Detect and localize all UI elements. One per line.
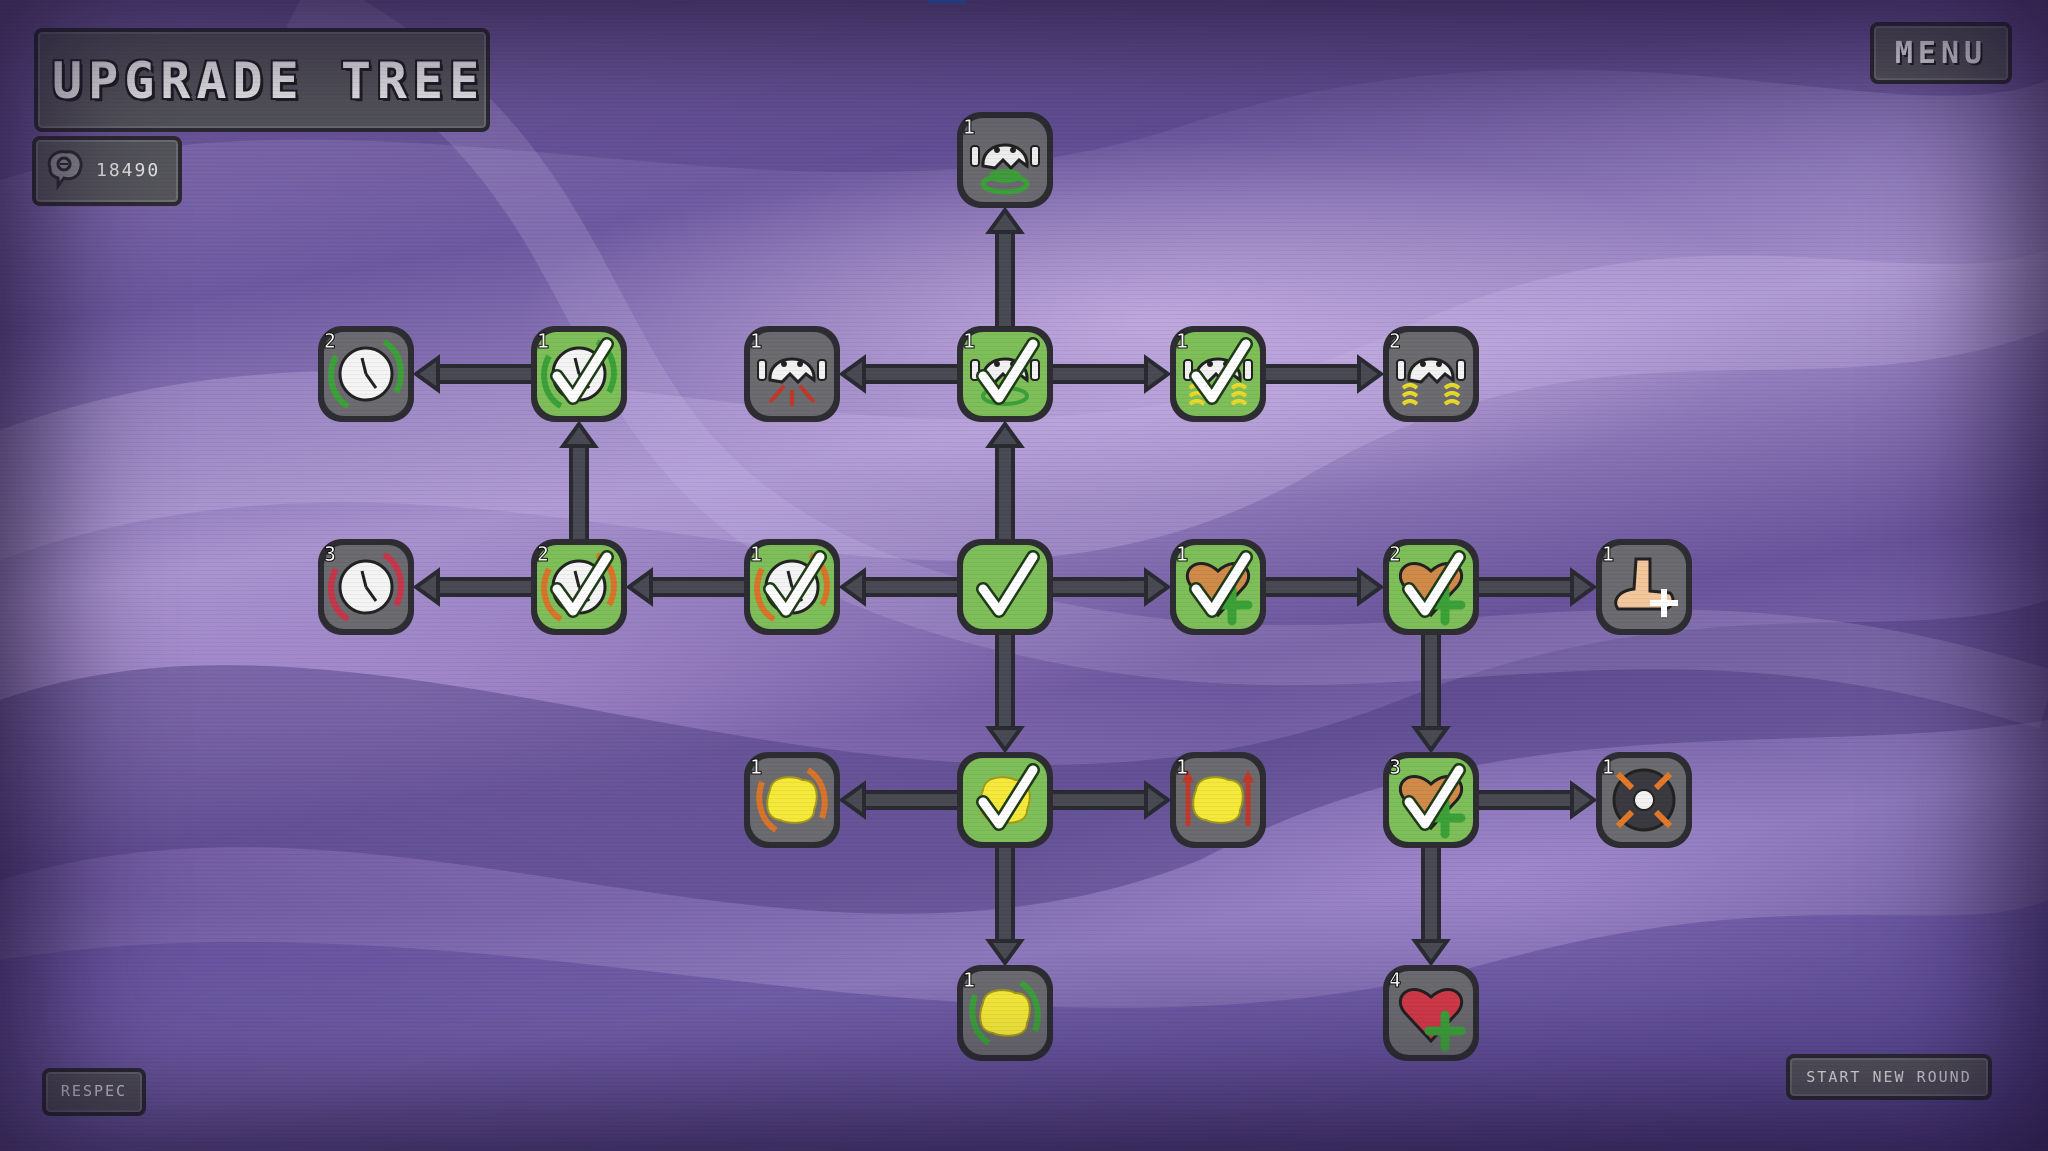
connector-arrow (1266, 354, 1385, 394)
checkmark-icon (552, 552, 612, 616)
upgrade-node-heart-red-4[interactable]: 4 (1383, 965, 1479, 1061)
upgrade-node-blob-root[interactable] (957, 752, 1053, 848)
connector-arrow (1411, 635, 1451, 754)
ghost-green-ring-icon (970, 143, 1040, 195)
checkmark-icon (978, 339, 1038, 403)
upgrade-node-heart-2[interactable]: 2 (1383, 539, 1479, 635)
upgrade-node-clock-3[interactable]: 3 (318, 539, 414, 635)
node-level-label: 1 (1602, 755, 1614, 779)
checkmark-icon (978, 552, 1038, 616)
node-level-label: 1 (963, 115, 975, 139)
respec-button-label: RESPEC (60, 1082, 128, 1100)
top-indicator (928, 0, 966, 4)
upgrade-node-ghost-left[interactable]: 1 (744, 326, 840, 422)
upgrade-node-magnet-1[interactable]: 1 (1596, 752, 1692, 848)
upgrade-node-heart-1[interactable]: 1 (1170, 539, 1266, 635)
connector-arrow (1266, 567, 1385, 607)
connector-arrow (985, 206, 1025, 326)
clock-green-icon (328, 339, 404, 409)
checkmark-icon (1404, 552, 1464, 616)
connector-arrow (1411, 848, 1451, 967)
node-level-label: 4 (1389, 968, 1401, 992)
menu-button-label: MENU (1894, 36, 1988, 71)
upgrade-node-ghost-top[interactable]: 1 (957, 112, 1053, 208)
checkmark-icon (552, 339, 612, 403)
start-new-round-button[interactable]: START NEW ROUND (1786, 1054, 1992, 1100)
points-counter: 18490 (32, 136, 182, 206)
ghost-yellow-waves-icon (1396, 357, 1466, 406)
connector-arrow (985, 635, 1025, 754)
brain-icon (47, 150, 83, 190)
red-heart-plus-icon (1398, 988, 1466, 1052)
upgrade-node-ghost-right-1[interactable]: 1 (1170, 326, 1266, 422)
node-level-label: 1 (1176, 542, 1188, 566)
upgrade-node-ghost-up-1[interactable]: 1 (957, 326, 1053, 422)
upgrade-node-clock-2[interactable]: 2 (531, 539, 627, 635)
node-level-label: 2 (1389, 329, 1401, 353)
checkmark-icon (978, 765, 1038, 829)
node-level-label: 1 (1176, 329, 1188, 353)
yellow-blob-red-arrows-icon (1182, 770, 1254, 826)
upgrade-node-ghost-right-2[interactable]: 2 (1383, 326, 1479, 422)
node-level-label: 1 (1602, 542, 1614, 566)
connector-arrow (412, 354, 531, 394)
points-value: 18490 (96, 160, 161, 181)
node-level-label: 1 (750, 542, 762, 566)
upgrade-node-clock-green-2[interactable]: 2 (318, 326, 414, 422)
connector-arrow (838, 354, 957, 394)
connector-arrow (559, 420, 599, 539)
ghost-red-spikes-icon (757, 357, 827, 406)
node-level-label: 3 (1389, 755, 1401, 779)
node-level-label: 1 (750, 329, 762, 353)
checkmark-icon (1404, 765, 1464, 829)
node-level-label: 1 (963, 968, 975, 992)
node-level-label: 1 (537, 329, 549, 353)
connector-arrow (1053, 780, 1172, 820)
upgrade-node-heart-3[interactable]: 3 (1383, 752, 1479, 848)
connector-arrow (985, 848, 1025, 967)
upgrade-node-clock-green-1[interactable]: 1 (531, 326, 627, 422)
node-level-label: 1 (750, 755, 762, 779)
foot-plus-icon (1614, 557, 1678, 617)
connector-arrow (1479, 567, 1598, 607)
start-new-round-label: START NEW ROUND (1806, 1068, 1972, 1086)
connector-arrow (838, 780, 957, 820)
connector-arrow (412, 567, 531, 607)
yellow-blob-green-arrows-icon (969, 980, 1041, 1046)
upgrade-node-clock-1[interactable]: 1 (744, 539, 840, 635)
connector-arrow (625, 567, 744, 607)
page-title: UPGRADE TREE (52, 52, 486, 110)
connector-arrow (1479, 780, 1598, 820)
node-level-label: 1 (963, 329, 975, 353)
checkmark-icon (1191, 552, 1251, 616)
connector-arrow (985, 420, 1025, 539)
node-level-label: 2 (1389, 542, 1401, 566)
menu-button[interactable]: MENU (1870, 22, 2012, 84)
yellow-blob-orange-arrows-icon (756, 767, 828, 833)
node-level-label: 2 (537, 542, 549, 566)
checkmark-icon (765, 552, 825, 616)
connector-arrow (1053, 567, 1172, 607)
upgrade-node-blob-right[interactable]: 1 (1170, 752, 1266, 848)
connector-arrow (838, 567, 957, 607)
clock-red-icon (328, 552, 404, 622)
node-level-label: 1 (1176, 755, 1188, 779)
node-level-label: 3 (324, 542, 336, 566)
respec-button[interactable]: RESPEC (42, 1068, 146, 1116)
title-panel: UPGRADE TREE (34, 28, 490, 132)
upgrade-node-blob-left[interactable]: 1 (744, 752, 840, 848)
node-level-label: 2 (324, 329, 336, 353)
target-arrows-icon (1612, 768, 1676, 832)
upgrade-node-root[interactable] (957, 539, 1053, 635)
upgrade-node-foot-1[interactable]: 1 (1596, 539, 1692, 635)
connector-arrow (1053, 354, 1172, 394)
upgrade-node-blob-down[interactable]: 1 (957, 965, 1053, 1061)
checkmark-icon (1191, 339, 1251, 403)
